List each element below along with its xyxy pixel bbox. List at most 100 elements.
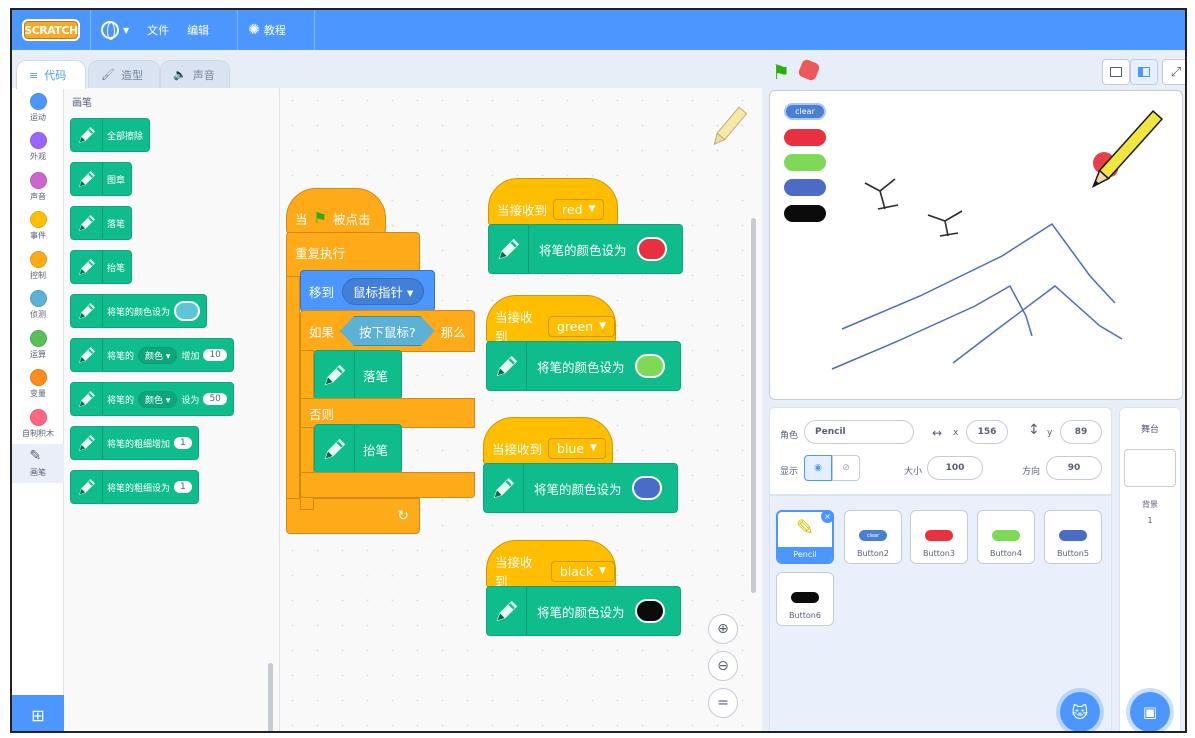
number-input[interactable]: 50 (203, 393, 227, 405)
stage-clear-button[interactable]: clear (784, 103, 826, 120)
number-input[interactable]: 10 (203, 349, 227, 361)
block-clear[interactable]: 全部擦除 (70, 118, 151, 152)
large-stage-button[interactable] (1130, 59, 1158, 85)
category-1[interactable]: 外观 (12, 128, 64, 168)
message-dropdown[interactable]: green▼ (547, 315, 615, 337)
set-pen-color-block[interactable]: 将笔的颜色设为 (486, 586, 681, 636)
stage-canvas[interactable]: clear (769, 90, 1183, 400)
category-9[interactable]: ✎画笔 (12, 443, 64, 483)
category-dot-icon (29, 132, 47, 150)
tab-code[interactable]: ≡ 代码 (16, 60, 86, 89)
pen-icon (487, 587, 527, 635)
palette-scrollbar[interactable] (268, 663, 273, 731)
language-menu[interactable]: ▼ (101, 21, 129, 40)
show-visible-button[interactable]: ◉ (804, 455, 832, 481)
set-pen-color-block[interactable]: 将笔的颜色设为 (486, 341, 681, 391)
small-stage-button[interactable] (1102, 59, 1130, 85)
sprite-name-input[interactable]: Pencil (804, 420, 914, 444)
message-dropdown[interactable]: black▼ (550, 560, 615, 582)
number-input[interactable]: 1 (174, 481, 192, 493)
pen-up-block[interactable]: 抬笔 (314, 424, 402, 474)
add-extension-button[interactable]: ⊞ (12, 695, 64, 731)
stage-color-button-black[interactable] (784, 205, 826, 222)
category-4[interactable]: 控制 (12, 246, 64, 286)
zoom-in-button[interactable]: ⊕ (708, 614, 738, 644)
when-flag-clicked-block[interactable]: 当 ⚑ 被点击 (286, 188, 386, 234)
stage-color-button-red[interactable] (784, 129, 826, 146)
param-dropdown[interactable]: 颜色 ▾ (138, 390, 178, 408)
choose-backdrop-button[interactable]: ▣ (1130, 692, 1170, 731)
edit-menu[interactable]: 编辑 (187, 24, 210, 37)
y-input[interactable]: 89 (1060, 420, 1102, 444)
color-swatch[interactable] (631, 476, 662, 500)
color-swatch[interactable] (634, 354, 665, 378)
tutorials-menu[interactable]: ✺ 教程 (248, 22, 286, 38)
category-2[interactable]: 声音 (12, 167, 64, 207)
sprite-tile[interactable]: Button5 (1044, 510, 1102, 564)
choose-sprite-button[interactable]: 🐱 (1060, 692, 1100, 731)
goto-block[interactable]: 移到 鼠标指针 ▾ (300, 270, 435, 312)
zoom-out-button[interactable]: ⊖ (708, 651, 738, 681)
category-7[interactable]: 变量 (12, 365, 64, 405)
category-0[interactable]: 运动 (12, 88, 64, 128)
sprite-tile[interactable]: Button4 (977, 510, 1035, 564)
block-stamp[interactable]: 图章 (70, 162, 133, 196)
block-set-pen-param[interactable]: 将笔的 颜色 ▾ 设为 50 (70, 382, 234, 416)
block-change-pen-param[interactable]: 将笔的 颜色 ▾ 增加 10 (70, 338, 234, 372)
scratch-logo[interactable]: SCRATCH (22, 19, 80, 41)
pen-icon (315, 425, 355, 473)
block-label: 抬笔 (107, 263, 126, 274)
color-swatch[interactable] (174, 301, 201, 321)
goto-dropdown[interactable]: 鼠标指针 ▾ (342, 277, 425, 305)
sprite-tile-label: Button3 (923, 549, 955, 558)
size-input[interactable]: 100 (927, 456, 983, 480)
stop-button[interactable] (797, 58, 821, 82)
x-input[interactable]: 156 (966, 420, 1008, 444)
block-set-pen-color[interactable]: 将笔的颜色设为 (70, 294, 208, 328)
block-change-pen-size[interactable]: 将笔的粗细增加 1 (70, 426, 199, 460)
code-workspace[interactable]: 当 ⚑ 被点击 重复执行 ↻ 移到 鼠标指针 ▾ 如果 按下鼠标? 那么 落笔 … (280, 88, 762, 731)
delete-sprite-icon[interactable]: × (821, 510, 834, 523)
block-pen-down[interactable]: 落笔 (70, 206, 133, 240)
workspace-scrollbar[interactable] (751, 218, 756, 593)
tab-sounds[interactable]: 🔈 声音 (160, 60, 230, 88)
file-menu[interactable]: 文件 (147, 24, 170, 37)
hide-button[interactable]: ⊘ (832, 455, 860, 481)
eye-slash-icon: ⊘ (842, 463, 850, 473)
message-dropdown[interactable]: red▼ (553, 198, 605, 220)
stage-selector[interactable]: 舞台 背景 1 (1119, 407, 1181, 731)
block-pen-up[interactable]: 抬笔 (70, 250, 133, 284)
tab-costumes[interactable]: 🖌 造型 (88, 60, 160, 88)
stage-color-button-green[interactable] (784, 154, 826, 171)
category-5[interactable]: 侦测 (12, 286, 64, 326)
param-dropdown[interactable]: 颜色 ▾ (138, 346, 178, 364)
category-8[interactable]: 自制积木 (12, 404, 64, 444)
number-input[interactable]: 1 (174, 437, 192, 449)
set-pen-color-block[interactable]: 将笔的颜色设为 (488, 224, 683, 274)
if-else-block[interactable]: 如果 按下鼠标? 那么 (300, 310, 475, 352)
sprite-tile[interactable]: Button6 (776, 572, 834, 626)
set-pen-color-block[interactable]: 将笔的颜色设为 (483, 463, 678, 513)
color-swatch[interactable] (636, 237, 667, 261)
block-set-pen-size[interactable]: 将笔的粗细设为 1 (70, 470, 199, 504)
stage-color-button-blue[interactable] (784, 179, 826, 196)
message-dropdown[interactable]: blue▼ (548, 437, 606, 459)
stage-thumbnail[interactable] (1124, 449, 1176, 487)
direction-input[interactable]: 90 (1046, 456, 1102, 480)
pen-down-block[interactable]: 落笔 (314, 350, 402, 400)
color-swatch[interactable] (634, 599, 665, 623)
category-3[interactable]: 事件 (12, 207, 64, 247)
green-flag-button[interactable]: ⚑ (772, 60, 790, 84)
sprite-tile[interactable]: Button3 (910, 510, 968, 564)
fullscreen-button[interactable]: ⤢ (1162, 59, 1185, 85)
mouse-down-condition[interactable]: 按下鼠标? (340, 316, 435, 346)
zoom-reset-button[interactable]: = (708, 688, 738, 718)
category-6[interactable]: 运算 (12, 325, 64, 365)
sprite-tile[interactable]: ✎ × Pencil (776, 510, 834, 564)
set-pen-color-label: 将笔的颜色设为 (537, 604, 625, 620)
